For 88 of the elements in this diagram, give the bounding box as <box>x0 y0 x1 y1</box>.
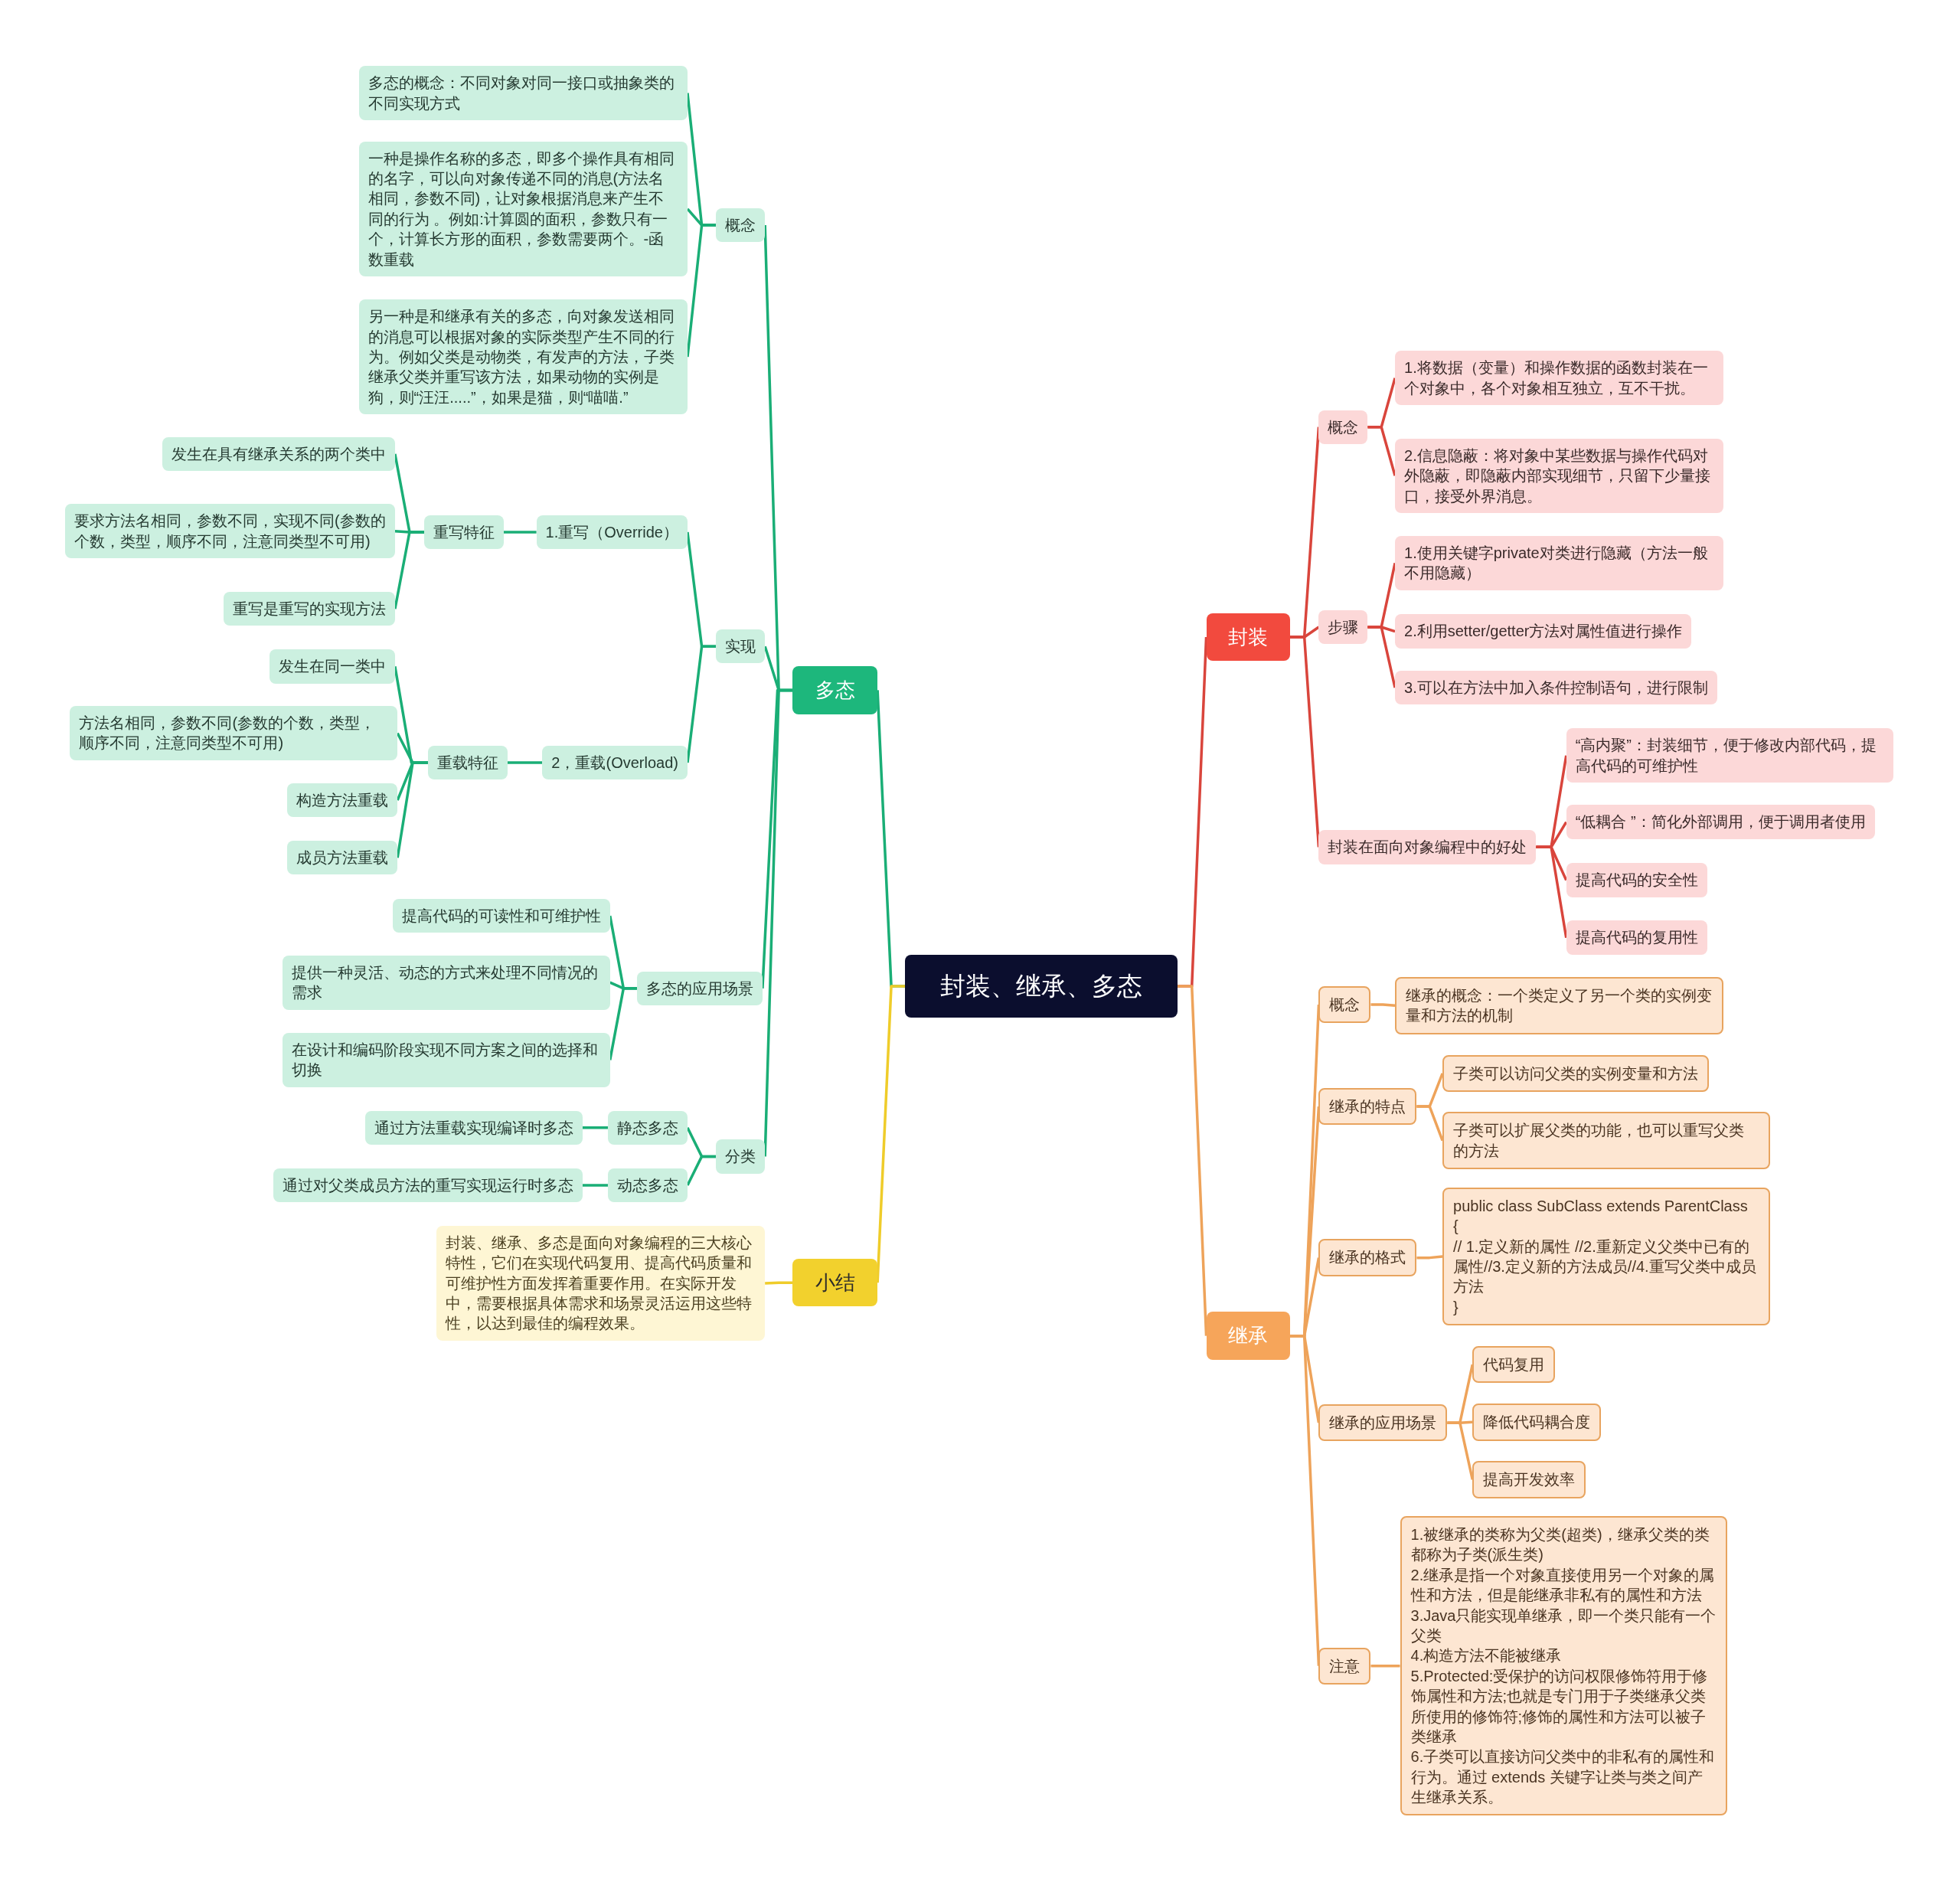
topic-box: 动态多态 <box>607 1168 688 1203</box>
connector-line <box>582 1184 608 1187</box>
connector-line <box>686 224 717 358</box>
topic-box: 提高代码的安全性 <box>1566 863 1707 897</box>
topic-box: 子类可以扩展父类的功能，也可以重写父类的方法 <box>1442 1112 1770 1170</box>
connector-line <box>1177 985 1208 1336</box>
branch-topic-box: 继承 <box>1206 1312 1290 1360</box>
topic-box: “高内聚”：封装细节，便于修改内部代码，提高代码的可维护性 <box>1566 728 1894 783</box>
connector-line <box>1289 1334 1321 1666</box>
topic-box: 发生在具有继承关系的两个类中 <box>162 436 395 472</box>
topic-box: 封装在面向对象编程中的好处 <box>1318 830 1537 864</box>
note-box <box>1400 1516 1728 1816</box>
topic-box: 提高开发效率 <box>1472 1461 1586 1498</box>
connector-line <box>1536 845 1568 938</box>
topic-box: 1.使用关键字private对类进行隐藏（方法一般不用隐藏） <box>1395 536 1724 590</box>
topic-box: “低耦合 ”：简化外部调用，便于调用者使用 <box>1566 805 1875 839</box>
topic-box: 方法名相同，参数不同(参数的个数，类型，顺序不同，注意同类型不可用) <box>70 706 398 760</box>
branch-topic-box: 封装 <box>1206 613 1290 662</box>
topic-box: 继承的特点 <box>1318 1087 1417 1126</box>
topic-box: 代码复用 <box>1472 1346 1556 1384</box>
central-topic-box: 封装、继承、多态 <box>905 955 1178 1018</box>
note-text: 3.Java只能实现单继承，即一个类只能有一个父类 <box>1410 1606 1717 1645</box>
topic-box: 构造方法重载 <box>287 783 398 818</box>
topic-box: 通过方法重载实现编译时多态 <box>364 1110 583 1145</box>
topic-box: 概念 <box>1318 410 1368 444</box>
note-text: 4.构造方法不能被继承 <box>1410 1646 1563 1666</box>
topic-box: 1.重写（Override） <box>536 515 688 550</box>
connector-line <box>507 761 543 764</box>
topic-box: 分类 <box>716 1139 766 1174</box>
branch-topic-box: 多态 <box>792 666 878 714</box>
topic-box: 要求方法名相同，参数不同，实现不同(参数的个数，类型，顺序不同，注意同类型不可用) <box>64 504 395 559</box>
code-line: } <box>1453 1297 1459 1317</box>
connector-line <box>1370 1003 1396 1008</box>
code-line: public class SubClass extends ParentClass <box>1453 1196 1749 1216</box>
topic-box: 通过对父类成员方法的重写实现运行时多态 <box>273 1168 583 1203</box>
connector-line <box>394 531 424 609</box>
topic-box: 重写特征 <box>423 515 504 550</box>
topic-box: 另一种是和继承有关的多态，向对象发送相同的消息可以根据对象的实际类型产生不同的行为。例如父类是动物类，有发声的方法，子类继承父类并重写该方法，如果动物的实例是狗，则“汪汪.....”，如果是猫，则“喵喵.” <box>358 299 688 415</box>
connector-line <box>1370 1664 1400 1668</box>
topic-box: 概念 <box>716 208 766 243</box>
note-text: 5.Protected:受保护的访问权限修饰符用于修饰属性和方法;也就是专门用于子类继承父类所使用的修饰符;修饰的属性和方法可以被子类继承 <box>1410 1666 1709 1747</box>
topic-box: 多态的应用场景 <box>636 971 763 1005</box>
connector-line <box>1416 1255 1443 1260</box>
code-box <box>1442 1187 1770 1326</box>
topic-box: 继承的应用场景 <box>1318 1404 1448 1442</box>
topic-box: 重写是重写的实现方法 <box>223 592 395 626</box>
connector-line <box>396 761 428 858</box>
topic-box: 注意 <box>1318 1647 1371 1685</box>
connector-line <box>503 531 537 534</box>
topic-box: 实现 <box>716 629 766 664</box>
topic-box: 在设计和编码阶段实现不同方案之间的选择和切换 <box>283 1033 610 1087</box>
connector-line <box>1416 1105 1444 1142</box>
note-box: 封装、继承、多态是面向对象编程的三大核心特性，它们在实现代码复用、提高代码质量和可维护性方面发挥着重要作用。在实际开发中，需要根据具体需求和场景灵活运用这些特性，以达到最佳的编程效果。 <box>436 1225 766 1341</box>
topic-box: 子类可以访问父类的实例变量和方法 <box>1442 1054 1710 1092</box>
connector-line <box>609 987 637 1060</box>
connector-line <box>1367 626 1396 688</box>
connector-line <box>582 1126 608 1129</box>
topic-box: 2.利用setter/getter方法对属性值进行操作 <box>1395 614 1692 649</box>
topic-box: 2，重载(Overload) <box>542 745 688 780</box>
topic-box: 多态的概念：不同对象对同一接口或抽象类的不同实现方式 <box>358 66 688 120</box>
topic-box: 成员方法重载 <box>287 841 398 875</box>
topic-box: 步骤 <box>1318 609 1368 645</box>
topic-box: 继承的概念：一个类定义了另一个类的实例变量和方法的机制 <box>1395 976 1724 1034</box>
topic-box: 1.将数据（变量）和操作数据的函数封装在一个对象中，各个对象相互独立，互不干扰。 <box>1395 351 1724 406</box>
topic-box: 重载特征 <box>427 745 508 780</box>
topic-box: 提供一种灵活、动态的方式来处理不同情况的需求 <box>283 955 610 1010</box>
code-line: { <box>1453 1217 1459 1237</box>
topic-box: 3.可以在方法中加入条件控制语句，进行限制 <box>1395 670 1717 705</box>
connector-line <box>686 1155 717 1186</box>
code-line: // 1.定义新的属性 //2.重新定义父类中已有的属性//3.定义新的方法成员//4.重写父类中成员方法 <box>1453 1237 1757 1297</box>
note-text: 2.继承是指一个对象直接使用另一个对象的属性和方法，但是能继承非私有的属性和方法 <box>1410 1565 1716 1606</box>
topic-box: 继承的格式 <box>1318 1239 1417 1276</box>
connector-line <box>1447 1421 1474 1480</box>
topic-box: 发生在同一类中 <box>269 649 395 684</box>
topic-box: 一种是操作名称的多态，即多个操作具有相同的名字，可以向对象传递不同的消息(方法名相同，参数不同)，让对象根据消息来产生不同的行为 。例如:计算圆的面积，参数只有一个，计算长方形的面积，参数需要两个。-函数重载 <box>358 141 688 276</box>
topic-box: 静态多态 <box>607 1110 688 1145</box>
topic-box: 2.信息隐蔽：将对象中某些数据与操作代码对外隐蔽，即隐蔽内部实现细节，只留下少量接口，接受外界消息。 <box>1395 438 1724 513</box>
branch-topic-box: 小结 <box>792 1259 878 1307</box>
note-text: 6.子类可以直接访问父类中的非私有的属性和行为。通过 extends 关键字让类与类之间产生继承关系。 <box>1410 1747 1716 1808</box>
topic-box: 提高代码的可读性和可维护性 <box>392 898 610 933</box>
topic-box: 提高代码的复用性 <box>1566 920 1707 955</box>
topic-box: 降低代码耦合度 <box>1472 1404 1602 1441</box>
topic-box: 概念 <box>1318 985 1371 1024</box>
connector-line <box>686 645 717 763</box>
note-text: 1.被继承的类称为父类(超类)，继承父类的类都称为子类(派生类) <box>1410 1525 1710 1565</box>
connector-line <box>1289 636 1321 848</box>
connector-line <box>765 1281 793 1285</box>
connector-line <box>1367 426 1396 476</box>
